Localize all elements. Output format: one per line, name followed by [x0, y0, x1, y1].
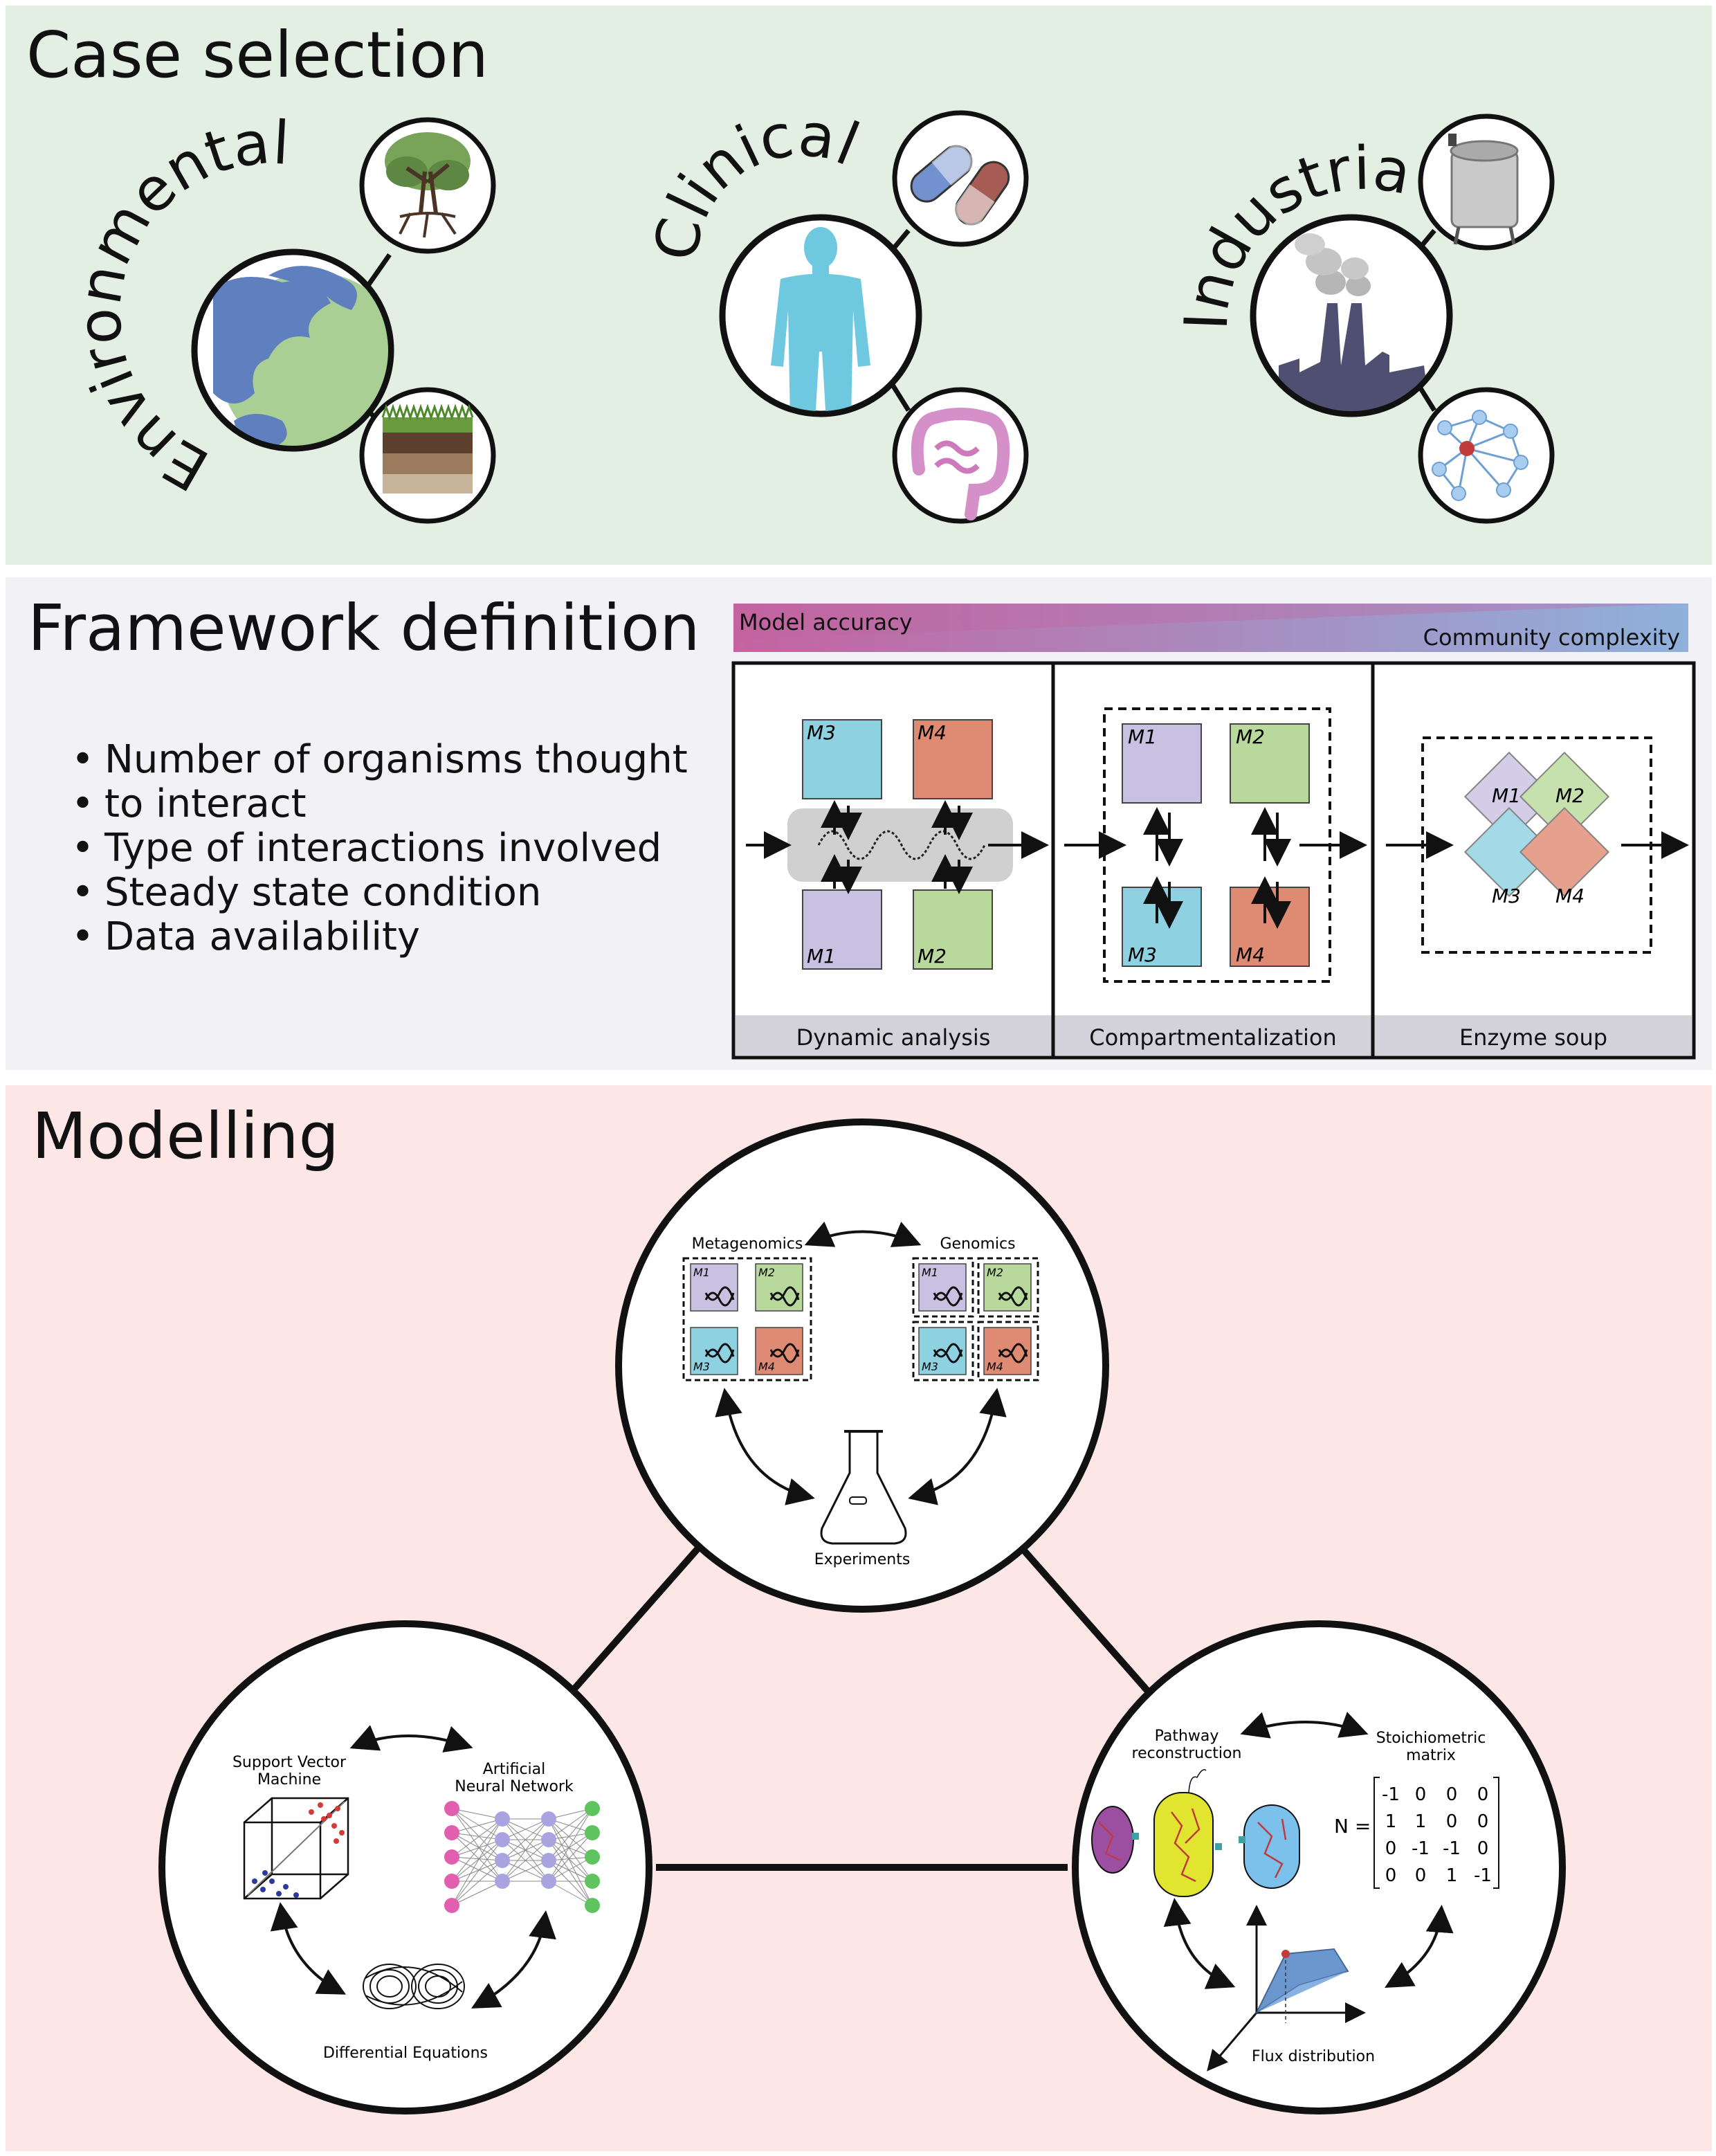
- bullet-item-continuation: to interact: [71, 782, 688, 827]
- module-label: M2: [758, 1266, 775, 1279]
- matrix-cell: 1: [1446, 1865, 1458, 1886]
- stoichiometric-label-line1: Stoichiometric: [1376, 1730, 1486, 1747]
- dna-icon-group: M1 M2 M3 M4: [690, 1263, 803, 1375]
- matrix-cell: -1: [1412, 1838, 1430, 1859]
- modelling-panel: Modelling Metagenomics Genomics: [6, 1085, 1712, 2151]
- framework-title: Framework definition: [28, 591, 700, 665]
- stoichiometric-matrix: -1 0 0 0 1 1 0 0 0 -1 -1 0 0 0 1 -1: [1373, 1777, 1499, 1889]
- environmental-group: Environmental: [64, 108, 496, 524]
- module-label: M3: [693, 1360, 710, 1373]
- module-label: M2: [1555, 784, 1585, 807]
- matrix-cell: 0: [1446, 1784, 1458, 1805]
- matrix-cell: 0: [1415, 1865, 1427, 1886]
- module-label: M4: [918, 721, 947, 744]
- bioreactor-icon: [1418, 114, 1555, 251]
- matrix-cell: 0: [1446, 1811, 1458, 1832]
- matrix-cell: 0: [1477, 1838, 1489, 1859]
- matrix-cell: 1: [1385, 1811, 1397, 1832]
- module-label: M2: [1236, 725, 1265, 748]
- genomics-label: Genomics: [940, 1235, 1015, 1253]
- module-label: M3: [922, 1360, 938, 1373]
- ann-label-line2: Neural Network: [455, 1778, 574, 1795]
- module-label: M4: [758, 1360, 775, 1373]
- bullet-item: Number of organisms thought: [71, 738, 688, 783]
- enzyme-soup-label: Enzyme soup: [1459, 1024, 1607, 1051]
- dynamic-analysis-label: Dynamic analysis: [796, 1024, 991, 1051]
- module-label: M4: [1236, 943, 1265, 966]
- matrix-cell: -1: [1382, 1784, 1400, 1805]
- clinical-group: Clinical: [641, 100, 1029, 524]
- matrix-cell: 0: [1385, 1838, 1397, 1859]
- human-body-icon: [719, 214, 922, 417]
- ann-label-line1: Artificial: [483, 1761, 546, 1778]
- matrix-cell: -1: [1443, 1838, 1461, 1859]
- bullet-item: Data availability: [71, 915, 688, 960]
- framework-bullet-list: Number of organisms thought to interact …: [71, 738, 688, 960]
- lorenz-attractor-icon: [363, 1964, 465, 2009]
- bullet-item: Type of interactions involved: [71, 826, 688, 871]
- module-label: M1: [693, 1266, 710, 1279]
- matrix-cell: 0: [1477, 1811, 1489, 1832]
- framework-panel: Framework definition Number of organisms…: [6, 577, 1712, 1070]
- factory-icon: [1250, 214, 1453, 417]
- bullet-item: Steady state condition: [71, 871, 688, 916]
- module-label: M3: [807, 721, 836, 744]
- modelling-title: Modelling: [32, 1099, 340, 1173]
- community-complexity-label: Community complexity: [1423, 624, 1680, 651]
- flask-icon: [820, 1430, 907, 1545]
- gradient-bar: Model accuracy Community complexity: [733, 604, 1688, 652]
- soil-icon: [359, 387, 496, 524]
- module-label: M1: [1128, 725, 1157, 748]
- svm-label-line1: Support Vector: [232, 1754, 347, 1771]
- tree-icon: [359, 117, 496, 254]
- dynamic-analysis-diagram: M3 M4 M1 M2: [746, 719, 1049, 970]
- pathway-label-line2: reconstruction: [1132, 1745, 1242, 1762]
- compartmentalization-diagram: M1 M2 M3 M4: [1064, 707, 1367, 983]
- matrix-cell: -1: [1474, 1865, 1492, 1886]
- dna-icon-group: M1 M2 M3 M4: [912, 1257, 1039, 1382]
- case-selection-title: Case selection: [26, 18, 489, 92]
- neural-network-icon: [444, 1801, 600, 1913]
- module-label: M1: [807, 945, 836, 968]
- framework-graphics: Model accuracy Community complexity Dyna…: [731, 604, 1696, 1060]
- module-label: M2: [918, 945, 947, 968]
- module-label: M1: [922, 1266, 938, 1279]
- compartmentalization-label: Compartmentalization: [1089, 1024, 1337, 1051]
- module-label: M2: [987, 1266, 1003, 1279]
- svm-class-points: [309, 1802, 345, 1844]
- pills-icon: [892, 110, 1029, 247]
- flux-cone-icon: [1207, 1905, 1366, 2072]
- right-circle-constraint-models: Pathway reconstruction Stoichiometric ma…: [1072, 1620, 1566, 2114]
- globe-icon: [191, 248, 394, 452]
- matrix-n-label: N =: [1334, 1815, 1371, 1838]
- flux-distribution-label: Flux distribution: [1252, 2048, 1375, 2065]
- connector-lines: [567, 1546, 1153, 1871]
- case-selection-graphics: Environmental: [6, 6, 1555, 524]
- matrix-cell: 0: [1477, 1784, 1489, 1805]
- top-circle-data: Metagenomics Genomics M1 M2 M3 M4: [615, 1118, 1109, 1613]
- experiments-label: Experiments: [814, 1551, 911, 1568]
- network-icon: [1418, 387, 1555, 524]
- module-label: M4: [1555, 885, 1585, 907]
- left-circle-models: Support Vector Machine Artificial Neural…: [158, 1620, 652, 2114]
- model-accuracy-label: Model accuracy: [739, 609, 913, 635]
- matrix-cell: 1: [1415, 1811, 1427, 1832]
- intestine-icon: [892, 387, 1029, 524]
- module-label: M3: [1128, 943, 1157, 966]
- svm-class-points: [252, 1870, 299, 1898]
- differential-equations-label: Differential Equations: [323, 2045, 488, 2062]
- pathway-label-line1: Pathway: [1155, 1728, 1219, 1745]
- modelling-graphics: Metagenomics Genomics M1 M2 M3 M4: [158, 1118, 1566, 2114]
- svm-label-line2: Machine: [257, 1771, 321, 1788]
- module-label: M1: [1492, 784, 1521, 807]
- module-label: M3: [1492, 885, 1521, 907]
- cell-icon-group: [1091, 1769, 1300, 1897]
- module-label: M4: [987, 1360, 1003, 1373]
- case-selection-panel: Case selection Environmental: [6, 6, 1712, 565]
- stoichiometric-label-line2: matrix: [1406, 1747, 1456, 1764]
- metagenomics-label: Metagenomics: [692, 1235, 803, 1253]
- matrix-cell: 0: [1415, 1784, 1427, 1805]
- enzyme-soup-diagram: M1 M2 M3 M4: [1386, 736, 1689, 954]
- matrix-cell: 0: [1385, 1865, 1397, 1886]
